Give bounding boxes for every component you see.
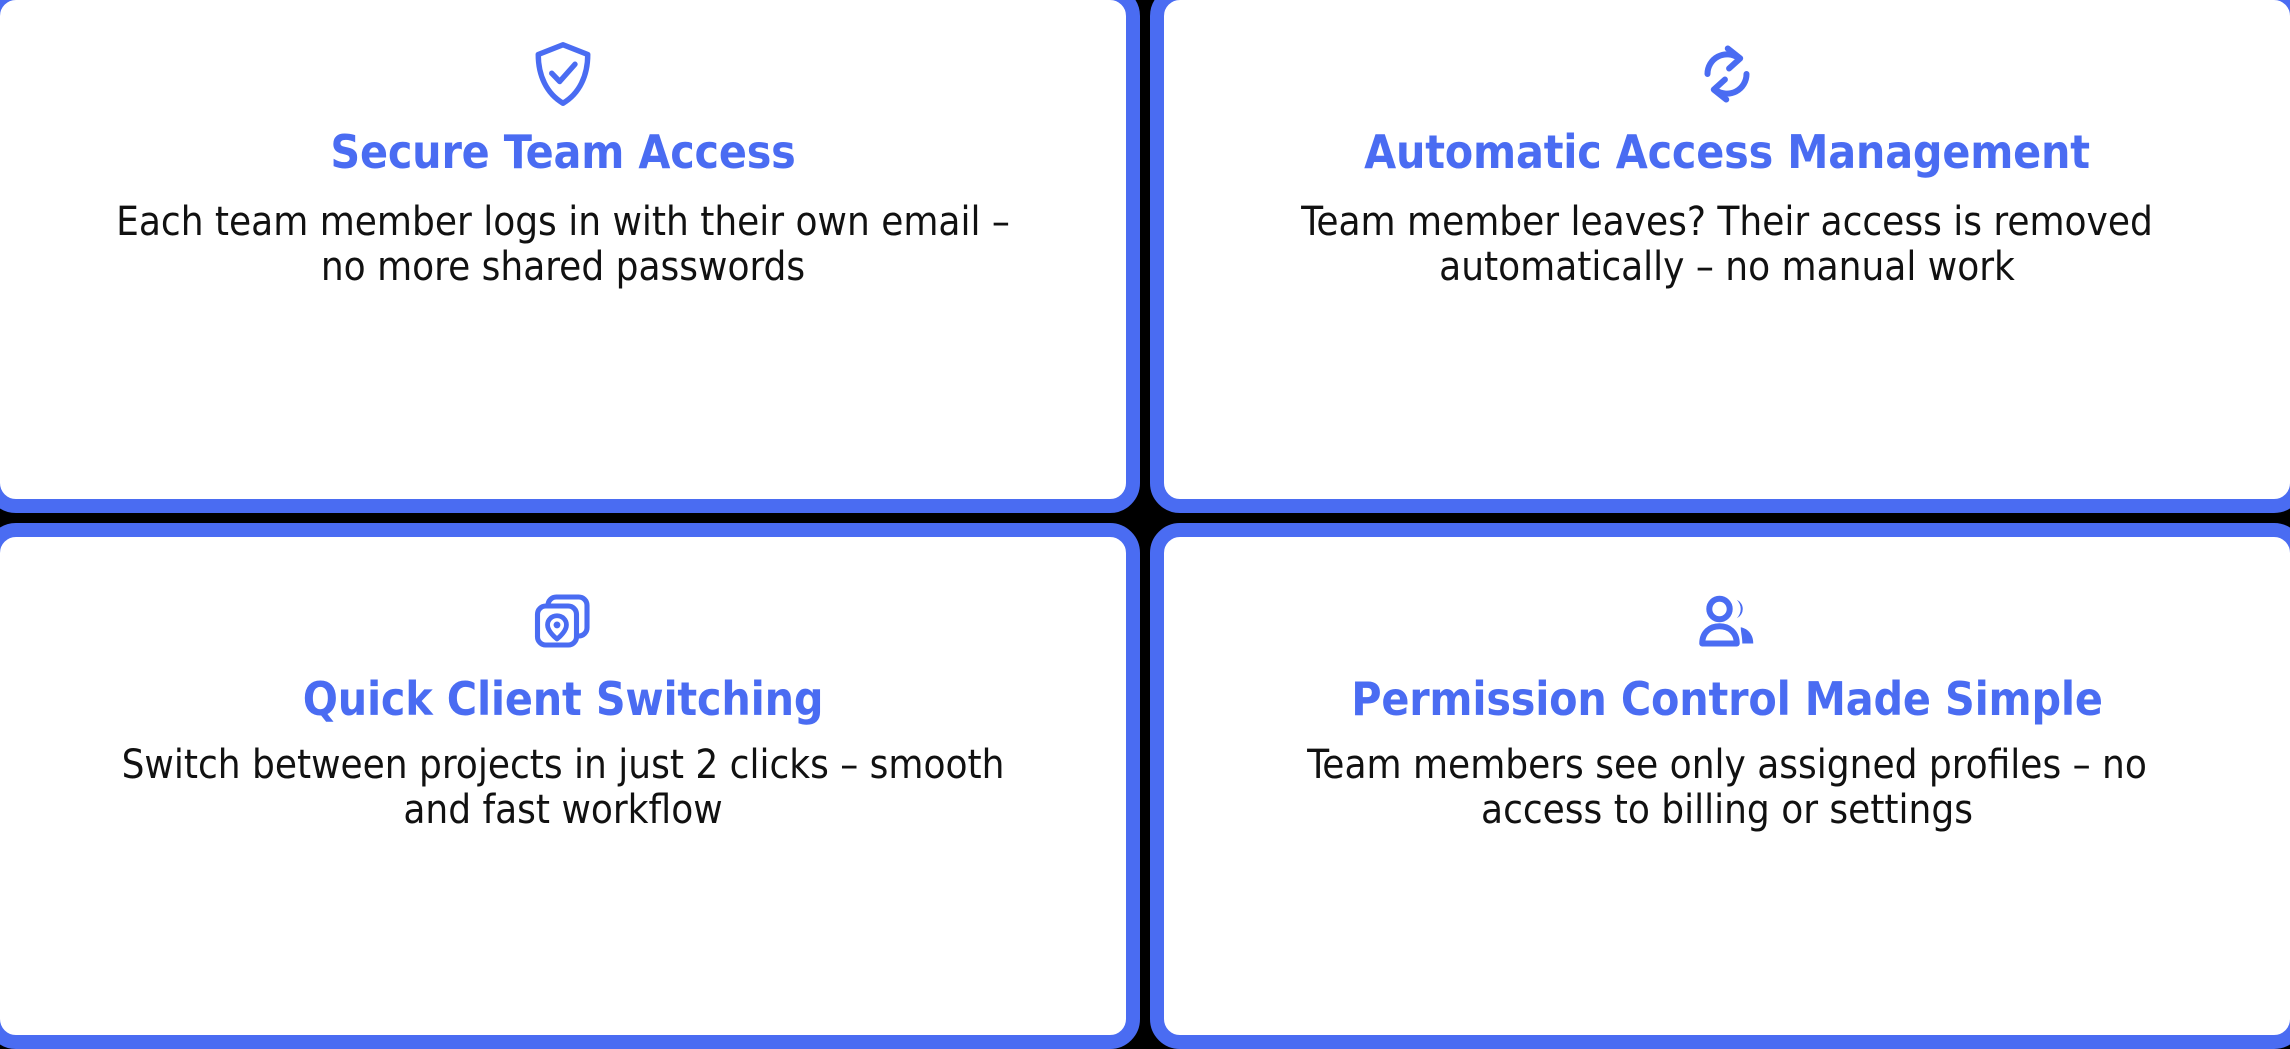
- feature-card-permission-control[interactable]: Permission Control Made Simple Team memb…: [1150, 523, 2290, 1049]
- feature-card-description: Each team member logs in with their own …: [113, 200, 1013, 290]
- users-group-icon: [1691, 585, 1763, 657]
- feature-card-secure-team-access[interactable]: Secure Team Access Each team member logs…: [0, 0, 1140, 513]
- feature-card-title: Automatic Access Management: [1364, 128, 2090, 176]
- feature-card-title: Permission Control Made Simple: [1351, 675, 2103, 723]
- feature-card-automatic-access-management[interactable]: Automatic Access Management Team member …: [1150, 0, 2290, 513]
- shield-check-icon: [527, 38, 599, 110]
- feature-card-description: Team member leaves? Their access is remo…: [1277, 200, 2177, 290]
- feature-card-description: Switch between projects in just 2 clicks…: [113, 743, 1013, 833]
- feature-card-title: Quick Client Switching: [303, 675, 824, 723]
- feature-card-description: Team members see only assigned profiles …: [1277, 743, 2177, 833]
- stacked-map-pin-icon: [527, 585, 599, 657]
- feature-card-title: Secure Team Access: [330, 128, 795, 176]
- refresh-sync-icon: [1691, 38, 1763, 110]
- feature-card-quick-client-switching[interactable]: Quick Client Switching Switch between pr…: [0, 523, 1140, 1049]
